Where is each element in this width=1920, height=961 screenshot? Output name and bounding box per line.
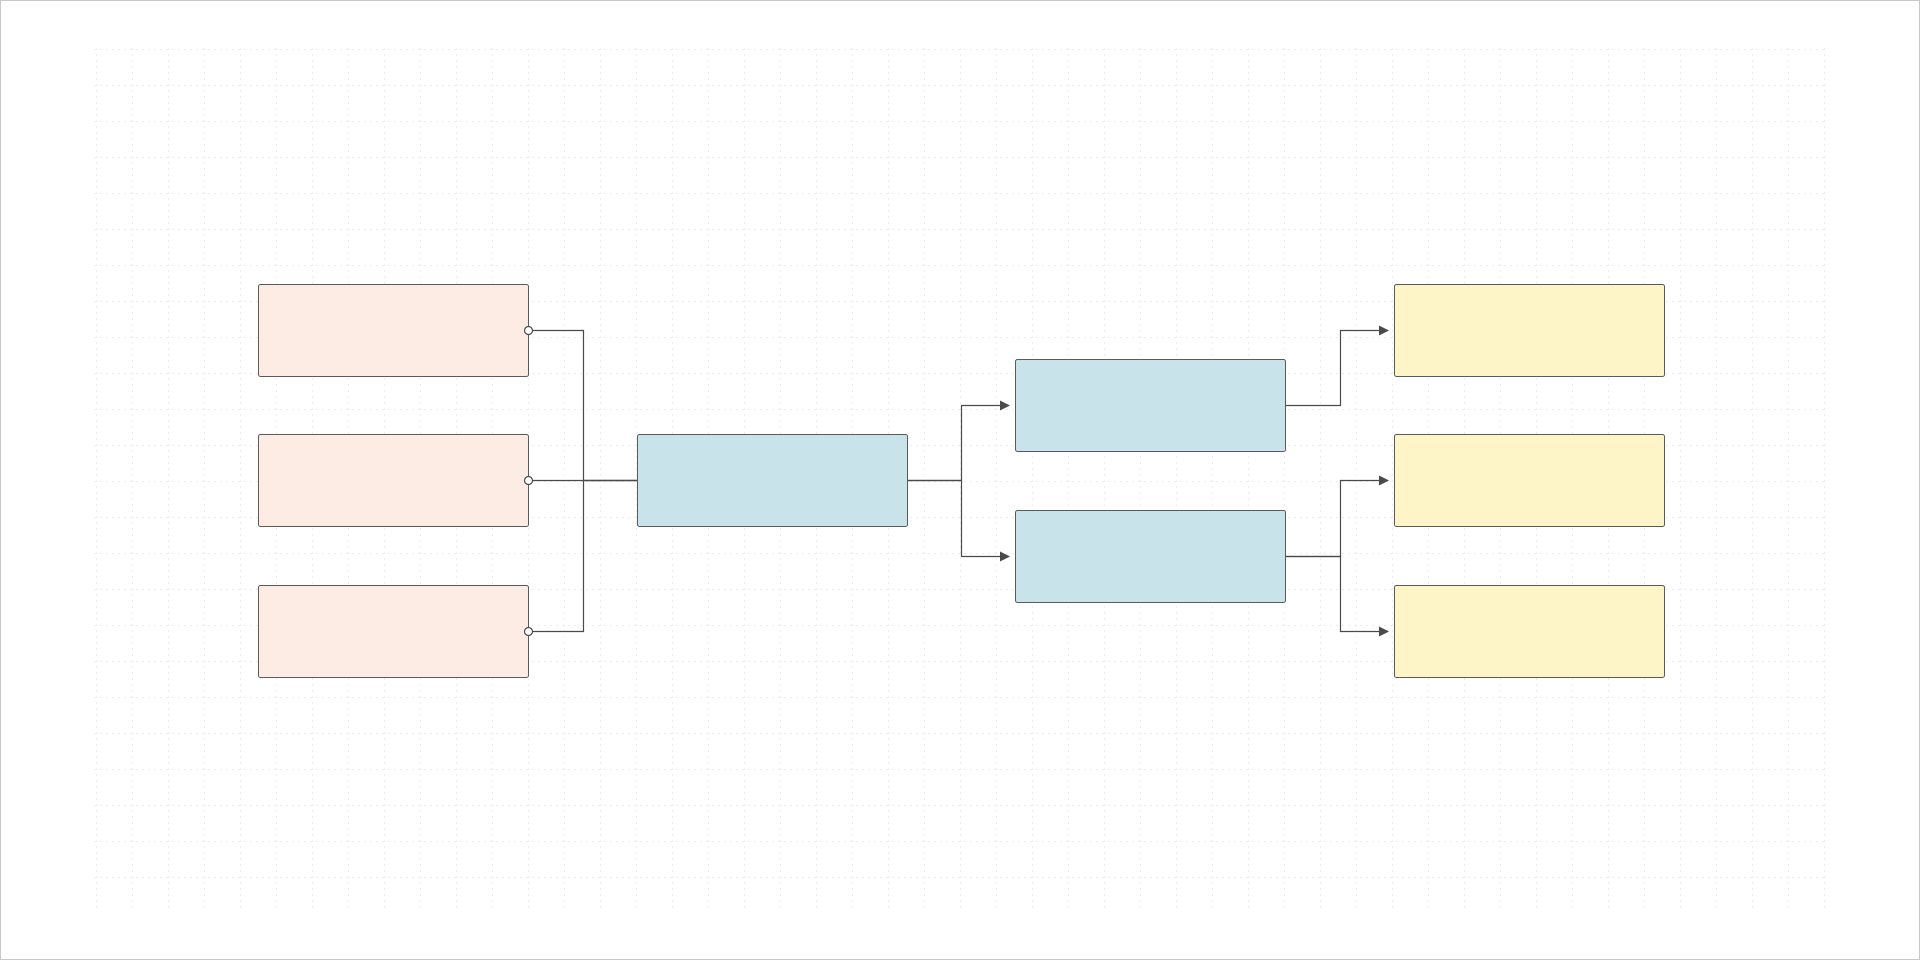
connector-start-circle-icon[interactable] <box>523 475 534 486</box>
node-box[interactable] <box>1015 359 1286 452</box>
connector-input-3-to-hub[interactable] <box>528 479 638 633</box>
node-output-1[interactable] <box>1394 284 1665 377</box>
node-box[interactable] <box>258 284 529 377</box>
node-branch-1[interactable] <box>1015 359 1286 452</box>
connector-hub-to-branch-2[interactable] <box>907 479 1010 562</box>
node-output-3[interactable] <box>1394 585 1665 678</box>
node-box[interactable] <box>1394 585 1665 678</box>
node-box[interactable] <box>1394 284 1665 377</box>
connector-start-circle-icon[interactable] <box>523 325 534 336</box>
connector-endpoint-layer <box>523 325 534 637</box>
node-hub[interactable] <box>637 434 908 527</box>
node-input-1[interactable] <box>258 284 529 377</box>
node-box[interactable] <box>258 434 529 527</box>
connector-layer <box>528 325 1389 637</box>
node-box[interactable] <box>1394 434 1665 527</box>
node-branch-2[interactable] <box>1015 510 1286 603</box>
connector-start-circle-icon[interactable] <box>523 626 534 637</box>
node-box[interactable] <box>637 434 908 527</box>
node-layer <box>258 284 1665 678</box>
node-box[interactable] <box>1015 510 1286 603</box>
node-output-2[interactable] <box>1394 434 1665 527</box>
connector-branch-2-to-output-3[interactable] <box>1285 555 1389 637</box>
node-input-2[interactable] <box>258 434 529 527</box>
connector-branch-1-to-output-1[interactable] <box>1285 325 1389 407</box>
node-box[interactable] <box>258 585 529 678</box>
node-input-3[interactable] <box>258 585 529 678</box>
